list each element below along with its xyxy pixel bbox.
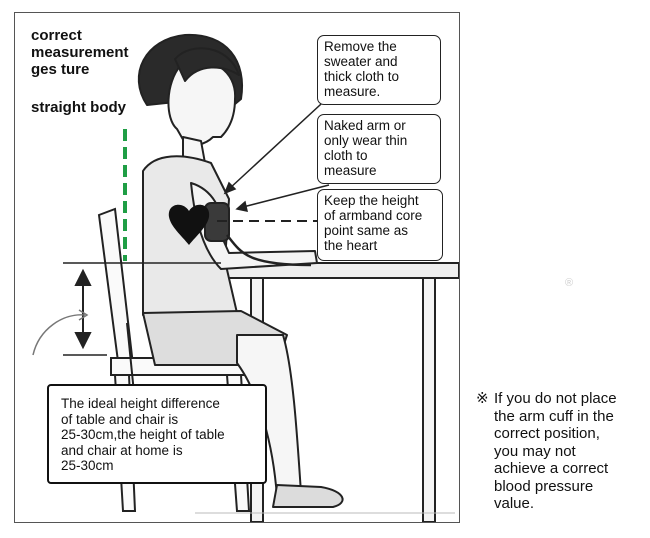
reference-mark: ※	[476, 390, 489, 407]
callout-line: only wear thin	[324, 133, 408, 148]
callout-line: measure.	[324, 84, 381, 99]
callout-naked-arm: Naked arm or only wear thin cloth to mea…	[317, 114, 441, 184]
illustration-frame: correct measurement ges ture straight bo…	[14, 12, 460, 523]
posture-heading-line: correct	[31, 27, 82, 44]
height-difference-arrow	[74, 268, 92, 350]
callout-keep-height: Keep the height of armband core point sa…	[317, 189, 443, 261]
warning-line: If you do not place	[494, 390, 617, 407]
callout-line: point same as	[324, 223, 409, 238]
note-line: and chair at home is	[61, 442, 183, 458]
curved-arrow	[32, 314, 86, 356]
note-line: The ideal height difference	[61, 396, 220, 411]
warning-line: blood pressure	[494, 477, 594, 495]
callout-line: thick cloth to	[324, 69, 400, 84]
registered-mark: ®	[565, 277, 574, 289]
callout-line: of armband core	[324, 208, 423, 223]
note-line: 25-30cm	[61, 458, 114, 473]
callout-line: Naked arm or	[324, 118, 406, 133]
warning-line: the arm cuff in the	[494, 407, 614, 425]
callout-line: the heart	[324, 238, 378, 253]
callout-line: Remove the	[324, 39, 397, 54]
callout-line: cloth to	[324, 148, 368, 163]
callout-arrows	[223, 92, 334, 212]
warning-line: you may not	[494, 442, 576, 460]
cuff-position-warning: ※ If you do not place the arm cuff in th…	[476, 390, 646, 513]
callout-remove-sweater: Remove the sweater and thick cloth to me…	[317, 35, 441, 105]
posture-heading-line: ges ture	[31, 61, 90, 78]
note-line: 25-30cm,the height of table	[61, 427, 225, 442]
warning-line: achieve a correct	[494, 460, 609, 477]
person	[137, 33, 344, 508]
callout-line: sweater and	[324, 54, 398, 69]
height-difference-note: The ideal height difference of table and…	[47, 384, 267, 484]
warning-line: correct position,	[494, 425, 600, 442]
straight-body-label: straight body	[31, 99, 127, 116]
callout-line: Keep the height	[324, 193, 419, 208]
posture-heading: correct measurement ges ture	[31, 27, 129, 78]
callout-line: measure	[324, 163, 377, 178]
heart-icon	[168, 204, 210, 245]
warning-line: value.	[494, 495, 535, 512]
note-line: of table and chair is	[61, 411, 179, 427]
posture-heading-line: measurement	[31, 44, 129, 61]
